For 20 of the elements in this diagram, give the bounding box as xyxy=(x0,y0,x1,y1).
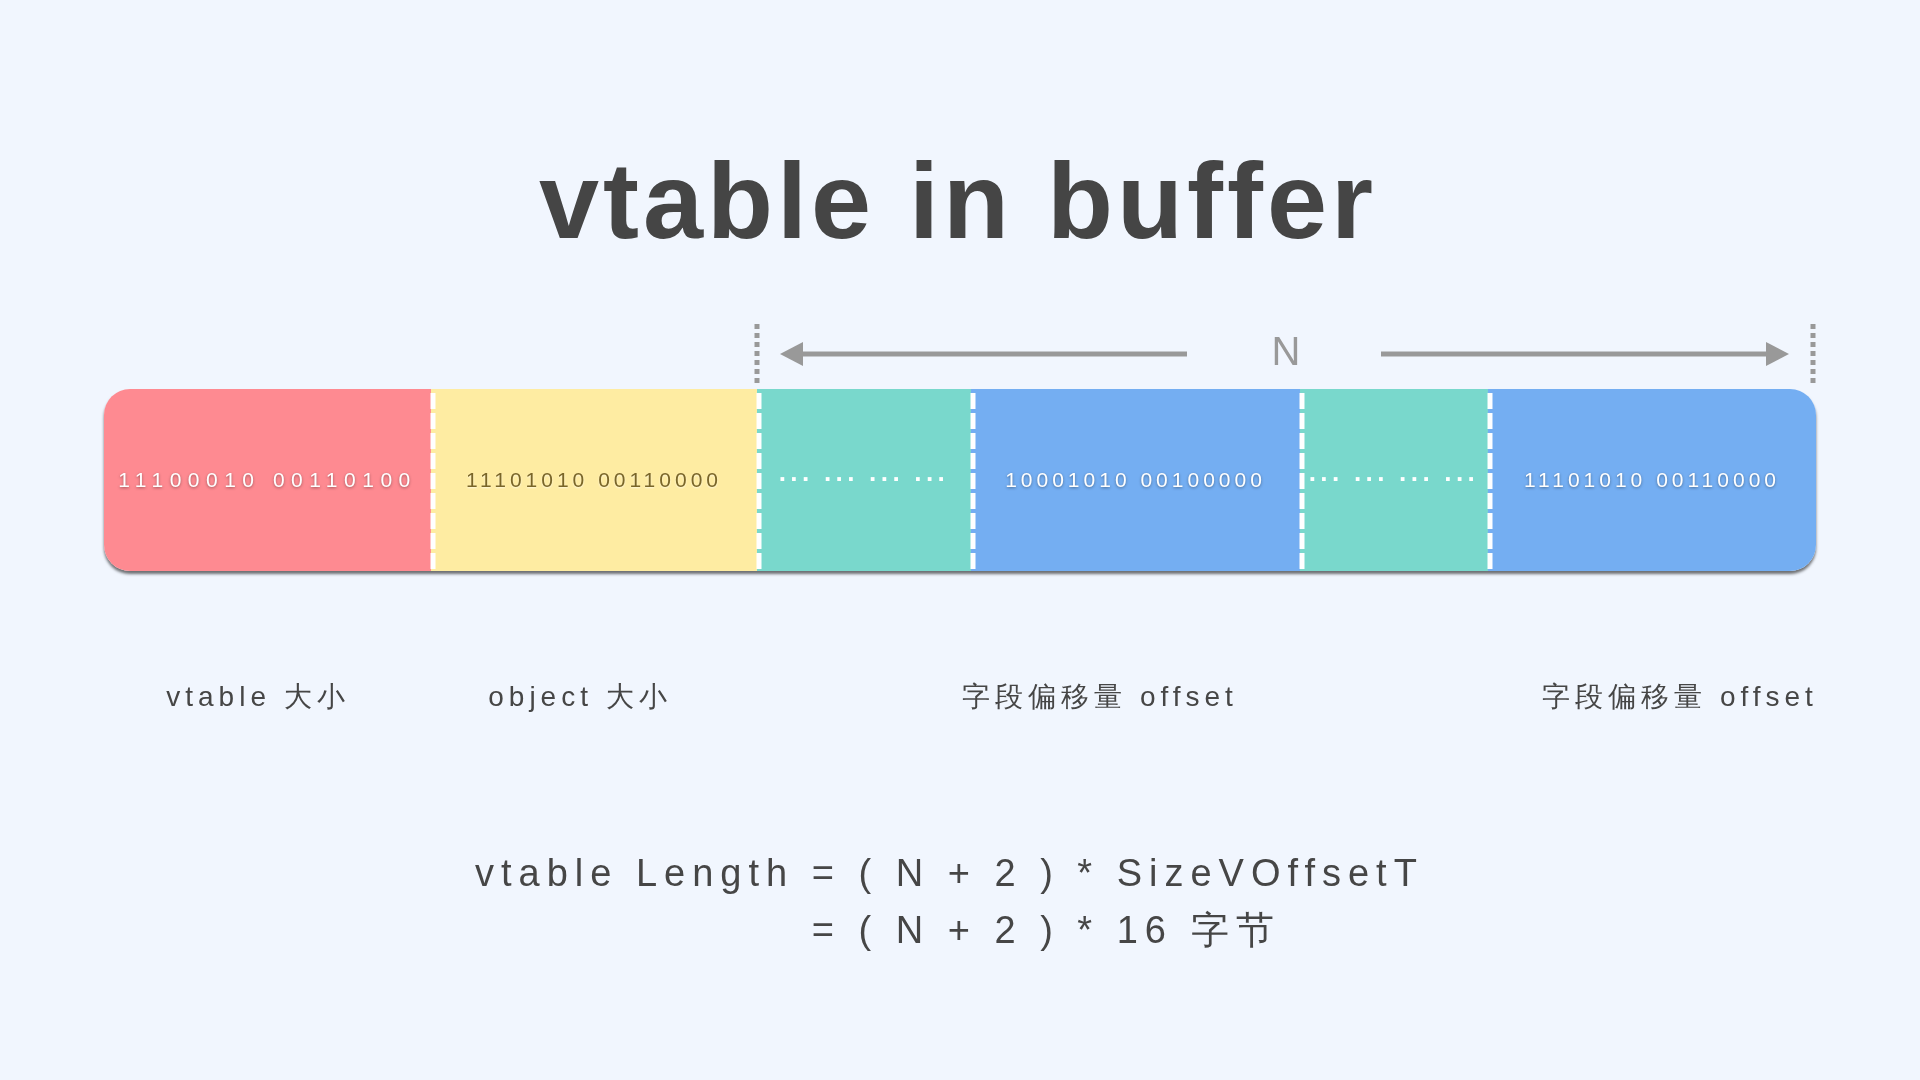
binary-value: ··· ··· ··· ··· xyxy=(1308,464,1480,496)
segment-caption: vtable 大小 xyxy=(166,680,350,714)
dimension-label: N xyxy=(1271,328,1303,375)
segment-caption: 字段偏移量 offset xyxy=(1542,680,1818,714)
formula-text: = ( N + 2 ) * 16 字节 xyxy=(811,908,1281,953)
memory-segment xyxy=(104,389,431,571)
memory-segment xyxy=(971,389,1300,571)
diagram-title: vtable in buffer xyxy=(538,139,1378,263)
memory-segment xyxy=(757,389,971,571)
memory-segment xyxy=(1300,389,1488,571)
binary-value: 10001010 00100000 xyxy=(1005,467,1266,493)
memory-segment xyxy=(431,389,757,571)
segment-caption: 字段偏移量 offset xyxy=(962,680,1238,714)
binary-value: 11101010 00110000 xyxy=(1524,467,1780,493)
memory-segment xyxy=(1488,389,1816,571)
binary-value: 11100010 00110100 xyxy=(118,467,417,493)
binary-value: ··· ··· ··· ··· xyxy=(778,464,950,496)
segment-caption: object 大小 xyxy=(488,680,672,714)
formula-text: vtable Length = ( N + 2 ) * SizeVOffsetT xyxy=(475,851,1424,896)
binary-value: 11101010 00110000 xyxy=(466,467,722,493)
